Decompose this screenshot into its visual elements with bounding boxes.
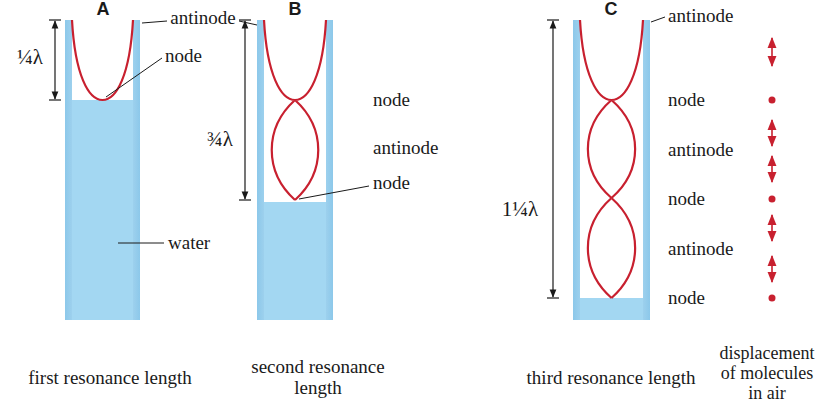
- node-dot: [769, 295, 776, 302]
- wave-label: node: [668, 90, 705, 111]
- water-column: [580, 298, 643, 320]
- leader-line: [142, 21, 167, 23]
- wave-label: antinode: [668, 239, 733, 260]
- wave-label: node: [165, 46, 202, 67]
- wave-label: node: [668, 288, 705, 309]
- water-column: [264, 202, 326, 320]
- displacement-arrow: [771, 38, 773, 66]
- resonance-tube: [257, 20, 333, 320]
- dimension-arrow: [547, 20, 559, 298]
- dimension-arrow: [49, 20, 61, 100]
- standing-wave: [264, 20, 326, 200]
- leader-line: [651, 17, 665, 22]
- resonance-tube: [65, 20, 140, 320]
- displacement-arrow: [771, 215, 773, 241]
- dimension-label: ¾λ: [207, 128, 233, 151]
- dimension-label: ¼λ: [17, 46, 43, 69]
- leader-line: [239, 21, 257, 25]
- part-label: water: [168, 233, 210, 254]
- leader-line: [299, 186, 369, 199]
- wave-label: antinode: [668, 140, 733, 161]
- resonance-tube: [573, 20, 650, 320]
- caption: first resonance length: [25, 368, 195, 389]
- wave-label: node: [668, 189, 705, 210]
- tube-letter: A: [97, 0, 110, 20]
- displacement-arrow: [771, 120, 773, 146]
- wave-label: antinode: [170, 8, 235, 29]
- caption: third resonance length: [526, 368, 696, 389]
- standing-wave: [72, 20, 133, 100]
- dimension-label: 1¼λ: [502, 198, 538, 221]
- standing-wave: [580, 20, 643, 298]
- leader-line: [106, 58, 162, 97]
- leader-line: [118, 243, 164, 244]
- wave-label: antinode: [373, 138, 438, 159]
- displacement-arrow: [771, 156, 773, 182]
- tube-letter: B: [289, 0, 302, 20]
- wave-label: antinode: [668, 6, 733, 27]
- tube-letter: C: [605, 0, 618, 20]
- water-column: [72, 100, 133, 320]
- wave-label: node: [373, 173, 410, 194]
- node-dot: [769, 196, 776, 203]
- caption: second resonance length: [233, 357, 403, 399]
- displacement-arrow: [771, 256, 773, 282]
- wave-label: node: [373, 90, 410, 111]
- dimension-arrow: [239, 20, 251, 200]
- node-dot: [769, 97, 776, 104]
- caption: displacement of molecules in air: [719, 344, 815, 403]
